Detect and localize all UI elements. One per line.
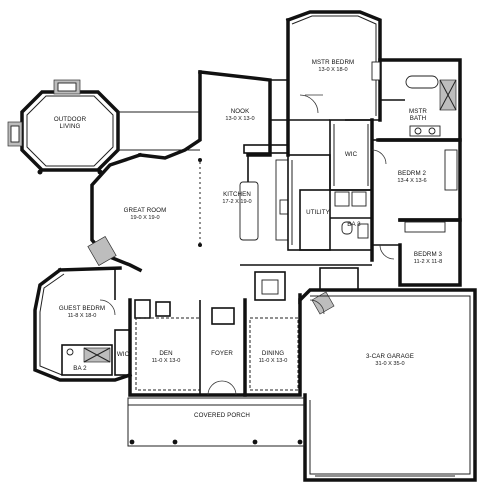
outdoor-living-label-2: LIVING [60, 123, 81, 130]
den-label: DEN [159, 350, 172, 357]
hall-area [240, 264, 372, 315]
master-bath [380, 75, 457, 137]
guest-bedrm-dims: 11-8 X 18-0 [68, 313, 97, 319]
exterior-walls [33, 10, 477, 482]
ba2-label: BA 2 [73, 365, 87, 372]
garage-label: 3-CAR GARAGE [366, 353, 414, 360]
great-room-label: GREAT ROOM [124, 207, 167, 214]
mstr-bedrm-dims: 13-0 X 18-0 [318, 67, 347, 73]
outdoor-living-label: OUTDOOR [54, 116, 87, 123]
guest-bedrm-label: GUEST BEDRM [59, 305, 105, 312]
covered-porch-label: COVERED PORCH [194, 412, 250, 419]
den-area [134, 299, 201, 395]
great-room-area [87, 158, 202, 267]
kitchen-label: KITCHEN [223, 191, 251, 198]
bathtub [405, 75, 439, 89]
wic-master-label: WIC [345, 151, 358, 158]
kitchen-area [239, 154, 331, 251]
mstr-bath-label-2: BATH [410, 115, 426, 122]
foyer-label: FOYER [211, 350, 233, 357]
bedroom-2-area [371, 139, 458, 191]
nook-dims: 13-0 X 13-0 [225, 116, 254, 122]
bath-2-area [61, 344, 113, 376]
outdoor-living-area [7, 79, 200, 175]
nook-label: NOOK [231, 108, 250, 115]
covered-porch-area [127, 397, 305, 447]
mstr-bedrm-label: MSTR BEDRM [312, 59, 355, 66]
vanity [409, 125, 441, 137]
wic-guest-label: WIC [117, 351, 130, 358]
nook-area [243, 79, 289, 154]
bedrm3-label: BEDRM 3 [414, 251, 443, 258]
fireplace-great-room [87, 235, 117, 267]
guest-wic-area [114, 329, 131, 376]
column [37, 169, 43, 175]
mstr-bath-label: MSTR [409, 108, 427, 115]
utility-area [299, 189, 373, 251]
ba3-label: BA 3 [347, 221, 361, 228]
kitchen-dims: 17-2 X 19-0 [222, 199, 251, 205]
den-dims: 11-0 X 13-0 [152, 358, 181, 364]
garage-dims: 31-0 X 35-0 [375, 361, 404, 367]
kitchen-island [239, 181, 259, 241]
garage-area [309, 295, 476, 477]
utility-label: UTILITY [306, 209, 330, 216]
entry-closet [311, 291, 335, 315]
dining-dims: 11-0 X 13-0 [259, 358, 288, 364]
foyer-area [207, 300, 246, 396]
bedrm2-dims: 13-4 X 13-6 [397, 178, 426, 184]
bedrm2-label: BEDRM 2 [398, 170, 427, 177]
great-room-dims: 19-0 X 19-0 [130, 215, 159, 221]
bedrm3-dims: 11-2 X 11-8 [414, 259, 442, 265]
bedroom-3-area [372, 221, 446, 260]
dining-label: DINING [262, 350, 284, 357]
